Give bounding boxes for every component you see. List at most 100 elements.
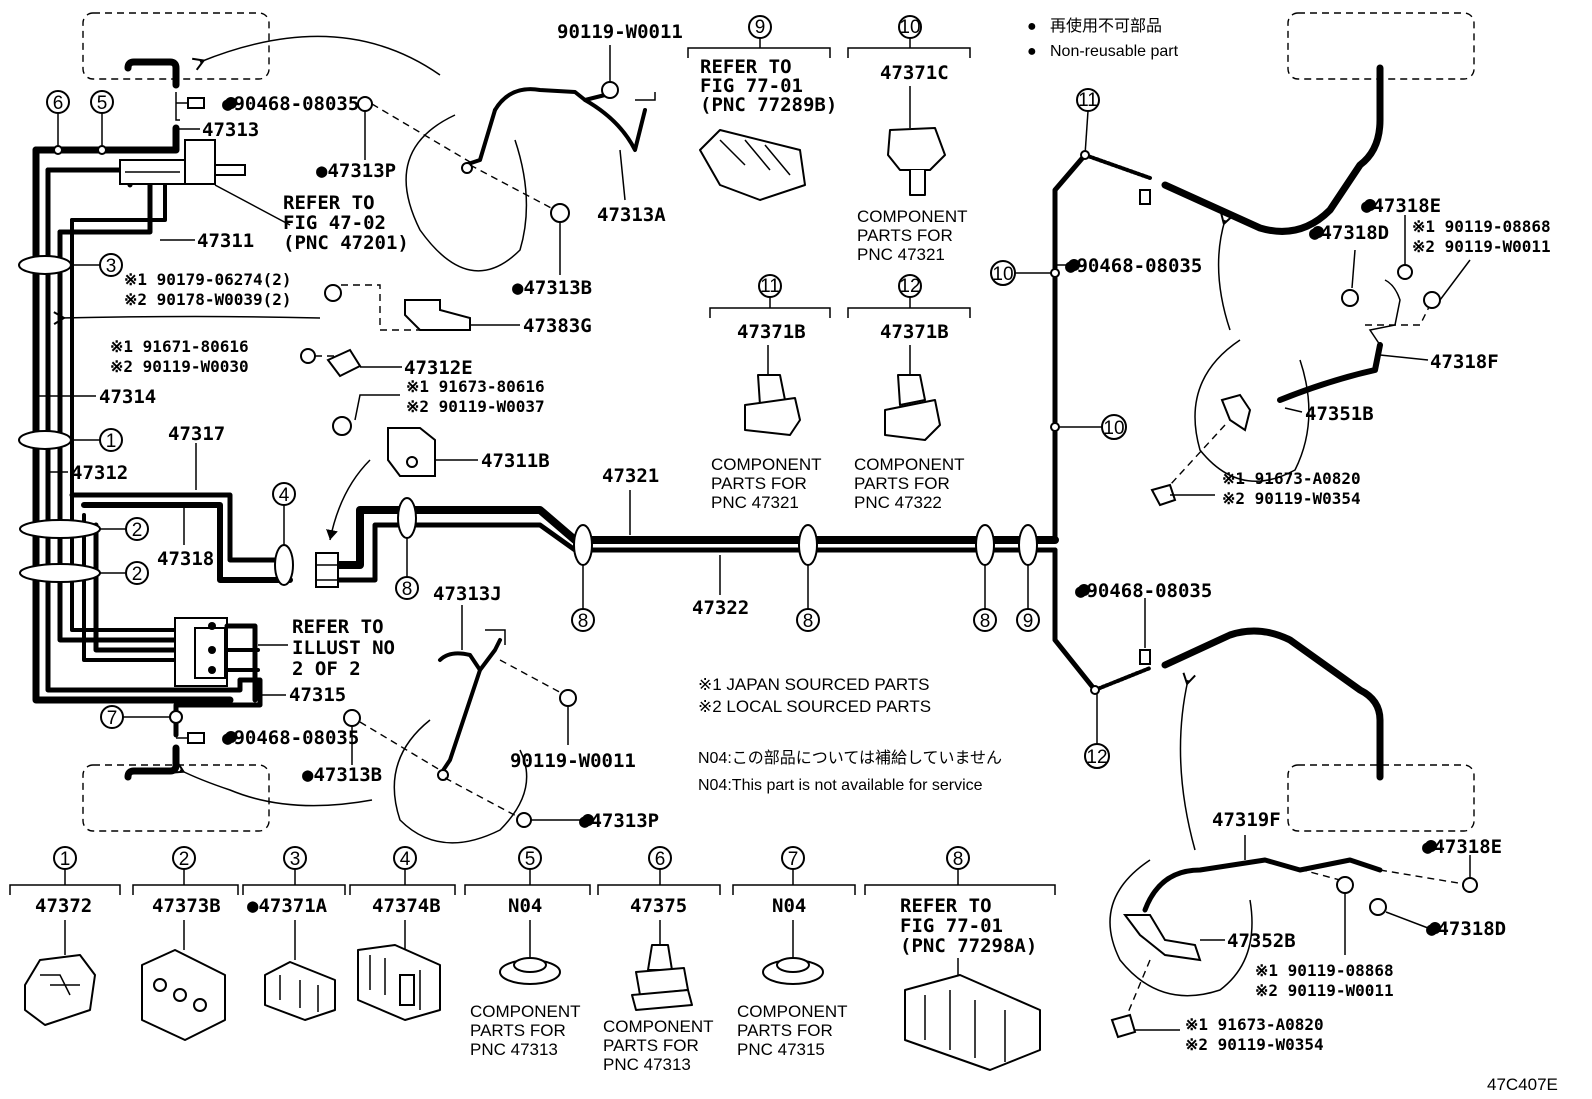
label-47313B-bottom: ●47313B: [302, 764, 382, 786]
legend-non-reusable-jp: 再使用不可部品: [1050, 17, 1162, 35]
label-91671: ※1 91671-80616: [110, 337, 249, 356]
label-47352B: 47352B: [1227, 930, 1296, 952]
label-90119-W0354-b: ※2 90119-W0354: [1185, 1035, 1324, 1054]
svg-text:5: 5: [525, 849, 536, 870]
bottom-component-6: 6 47375 COMPONENT PARTS FOR PNC 47313: [597, 846, 721, 1074]
label-47318E-lower: ●47318E: [1422, 836, 1502, 858]
ref-circle-2b: 2: [100, 561, 149, 585]
label-refer-illust-line3: 2 OF 2: [292, 658, 361, 680]
fl-stub-tube: [124, 58, 180, 89]
ref-circle-8d: 8: [973, 565, 997, 632]
svg-text:COMPONENT: COMPONENT: [857, 207, 968, 226]
bottom-component-8: 8 REFER TO FIG 77-01 (PNC 77298A): [864, 846, 1056, 1071]
notes: ※1 JAPAN SOURCED PARTS ※2 LOCAL SOURCED …: [698, 675, 1002, 794]
label-91673-A0820-a: ※1 91673-A0820: [1222, 469, 1361, 488]
svg-text:1: 1: [106, 431, 117, 452]
ref-circle-8a: 8: [395, 538, 419, 600]
label-90119-W0011: 90119-W0011: [557, 21, 683, 43]
svg-text:3: 3: [290, 849, 301, 870]
rl-stub-tube: [124, 744, 180, 781]
label-47318D-lower: ●47318D: [1426, 918, 1506, 940]
note-local-sourced: ※2 LOCAL SOURCED PARTS: [698, 697, 931, 716]
fr-flex-tube: [1161, 64, 1384, 235]
svg-text:8: 8: [803, 611, 814, 632]
label-refer-illust-line2: ILLUST NO: [292, 637, 395, 659]
label-90178: ※2 90178-W0039(2): [124, 290, 292, 309]
label-47317: 47317: [168, 423, 225, 445]
label-47313P-bottom: ●47313P: [579, 810, 659, 832]
label-90119-W0011-b: ※2 90119-W0011: [1255, 981, 1394, 1000]
svg-text:47372: 47372: [35, 895, 92, 917]
svg-text:3: 3: [106, 256, 117, 277]
svg-text:N04: N04: [772, 895, 806, 917]
junction-connector: [315, 552, 339, 588]
main-lines: [331, 152, 1152, 693]
label-91673-80616: ※1 91673-80616: [406, 377, 545, 396]
label-90468-lower: ●90468-08035: [1075, 580, 1212, 602]
svg-text:PARTS FOR: PARTS FOR: [854, 474, 950, 493]
label-47315: 47315: [289, 684, 346, 706]
svg-text:9: 9: [755, 17, 766, 38]
svg-text:8: 8: [953, 849, 964, 870]
svg-text:PARTS FOR: PARTS FOR: [737, 1021, 833, 1040]
svg-text:47371B: 47371B: [737, 321, 806, 343]
top-component-11: 11 47371B COMPONENT PARTS FOR PNC 47321: [709, 274, 831, 512]
svg-text:11: 11: [760, 276, 780, 297]
svg-text:12: 12: [1086, 747, 1107, 768]
inline-reference-circles: 6 5 3 1 2 2 4 8 8 8 8 9 7 11 10 10 12: [46, 88, 1127, 769]
svg-text:2: 2: [132, 520, 143, 541]
label-47313A: 47313A: [597, 204, 666, 226]
ref-circle-3: 3: [71, 253, 123, 277]
label-47312: 47312: [71, 462, 128, 484]
svg-text:(PNC 77298A): (PNC 77298A): [900, 935, 1037, 957]
svg-text:10: 10: [992, 264, 1013, 285]
svg-text:5: 5: [97, 93, 108, 114]
svg-text:REFER TO: REFER TO: [700, 56, 792, 78]
ref-circle-12-inline: 12: [1084, 690, 1110, 769]
svg-text:COMPONENT: COMPONENT: [854, 455, 965, 474]
label-91673-A0820-b: ※1 91673-A0820: [1185, 1015, 1324, 1034]
svg-text:(PNC 77289B): (PNC 77289B): [700, 94, 837, 116]
svg-text:8: 8: [980, 611, 991, 632]
figure-code: 47C407E: [1487, 1075, 1558, 1094]
svg-text:PARTS FOR: PARTS FOR: [857, 226, 953, 245]
svg-text:1: 1: [60, 849, 71, 870]
label-47318D-upper: ●47318D: [1309, 222, 1389, 244]
label-47313: 47313: [202, 119, 259, 141]
svg-text:PARTS FOR: PARTS FOR: [603, 1036, 699, 1055]
label-refer-fig-47-02-line3: (PNC 47201): [283, 232, 409, 254]
legend-non-reusable-en: Non-reusable part: [1050, 43, 1179, 60]
svg-text:8: 8: [578, 611, 589, 632]
svg-text:10: 10: [1103, 418, 1124, 439]
svg-text:4: 4: [279, 485, 290, 506]
svg-text:FIG 77-01: FIG 77-01: [700, 75, 803, 97]
bottom-component-2: 2 47373B: [132, 846, 239, 1041]
master-cylinder: [119, 139, 246, 185]
svg-text:10: 10: [899, 17, 920, 38]
bottom-component-1: 1 47372: [9, 846, 121, 1026]
svg-text:47371B: 47371B: [880, 321, 949, 343]
label-90468-bottom: ●90468-08035: [222, 727, 359, 749]
label-90119-W0354-a: ※2 90119-W0354: [1222, 489, 1361, 508]
svg-text:7: 7: [107, 708, 118, 729]
ref-circle-6: 6: [46, 90, 70, 150]
legend: ● 再使用不可部品 ● Non-reusable part: [1027, 17, 1179, 60]
rear-left-detail: 47313J 90119-W0011 ●47313P: [393, 583, 659, 844]
label-47322: 47322: [692, 597, 749, 619]
rear-left-caliper-box: [82, 764, 270, 832]
svg-text:FIG 77-01: FIG 77-01: [900, 915, 1003, 937]
legend-bullet-jp: ●: [1027, 18, 1037, 35]
svg-text:47373B: 47373B: [152, 895, 221, 917]
label-90468-top: ●90468-08035: [222, 93, 359, 115]
label-47313B: ●47313B: [512, 277, 592, 299]
label-90468-upper: ●90468-08035: [1065, 255, 1202, 277]
ref-circle-2a: 2: [100, 517, 149, 541]
svg-text:COMPONENT: COMPONENT: [603, 1017, 714, 1036]
svg-text:6: 6: [53, 93, 64, 114]
label-47318: 47318: [157, 548, 214, 570]
svg-text:REFER TO: REFER TO: [900, 895, 992, 917]
front-left-detail: 90119-W0011 47313A ●47313B: [405, 21, 683, 299]
caliper-outlines: [82, 12, 1475, 832]
rear-right-caliper-box: [1287, 764, 1475, 832]
svg-text:PNC 47315: PNC 47315: [737, 1040, 825, 1059]
